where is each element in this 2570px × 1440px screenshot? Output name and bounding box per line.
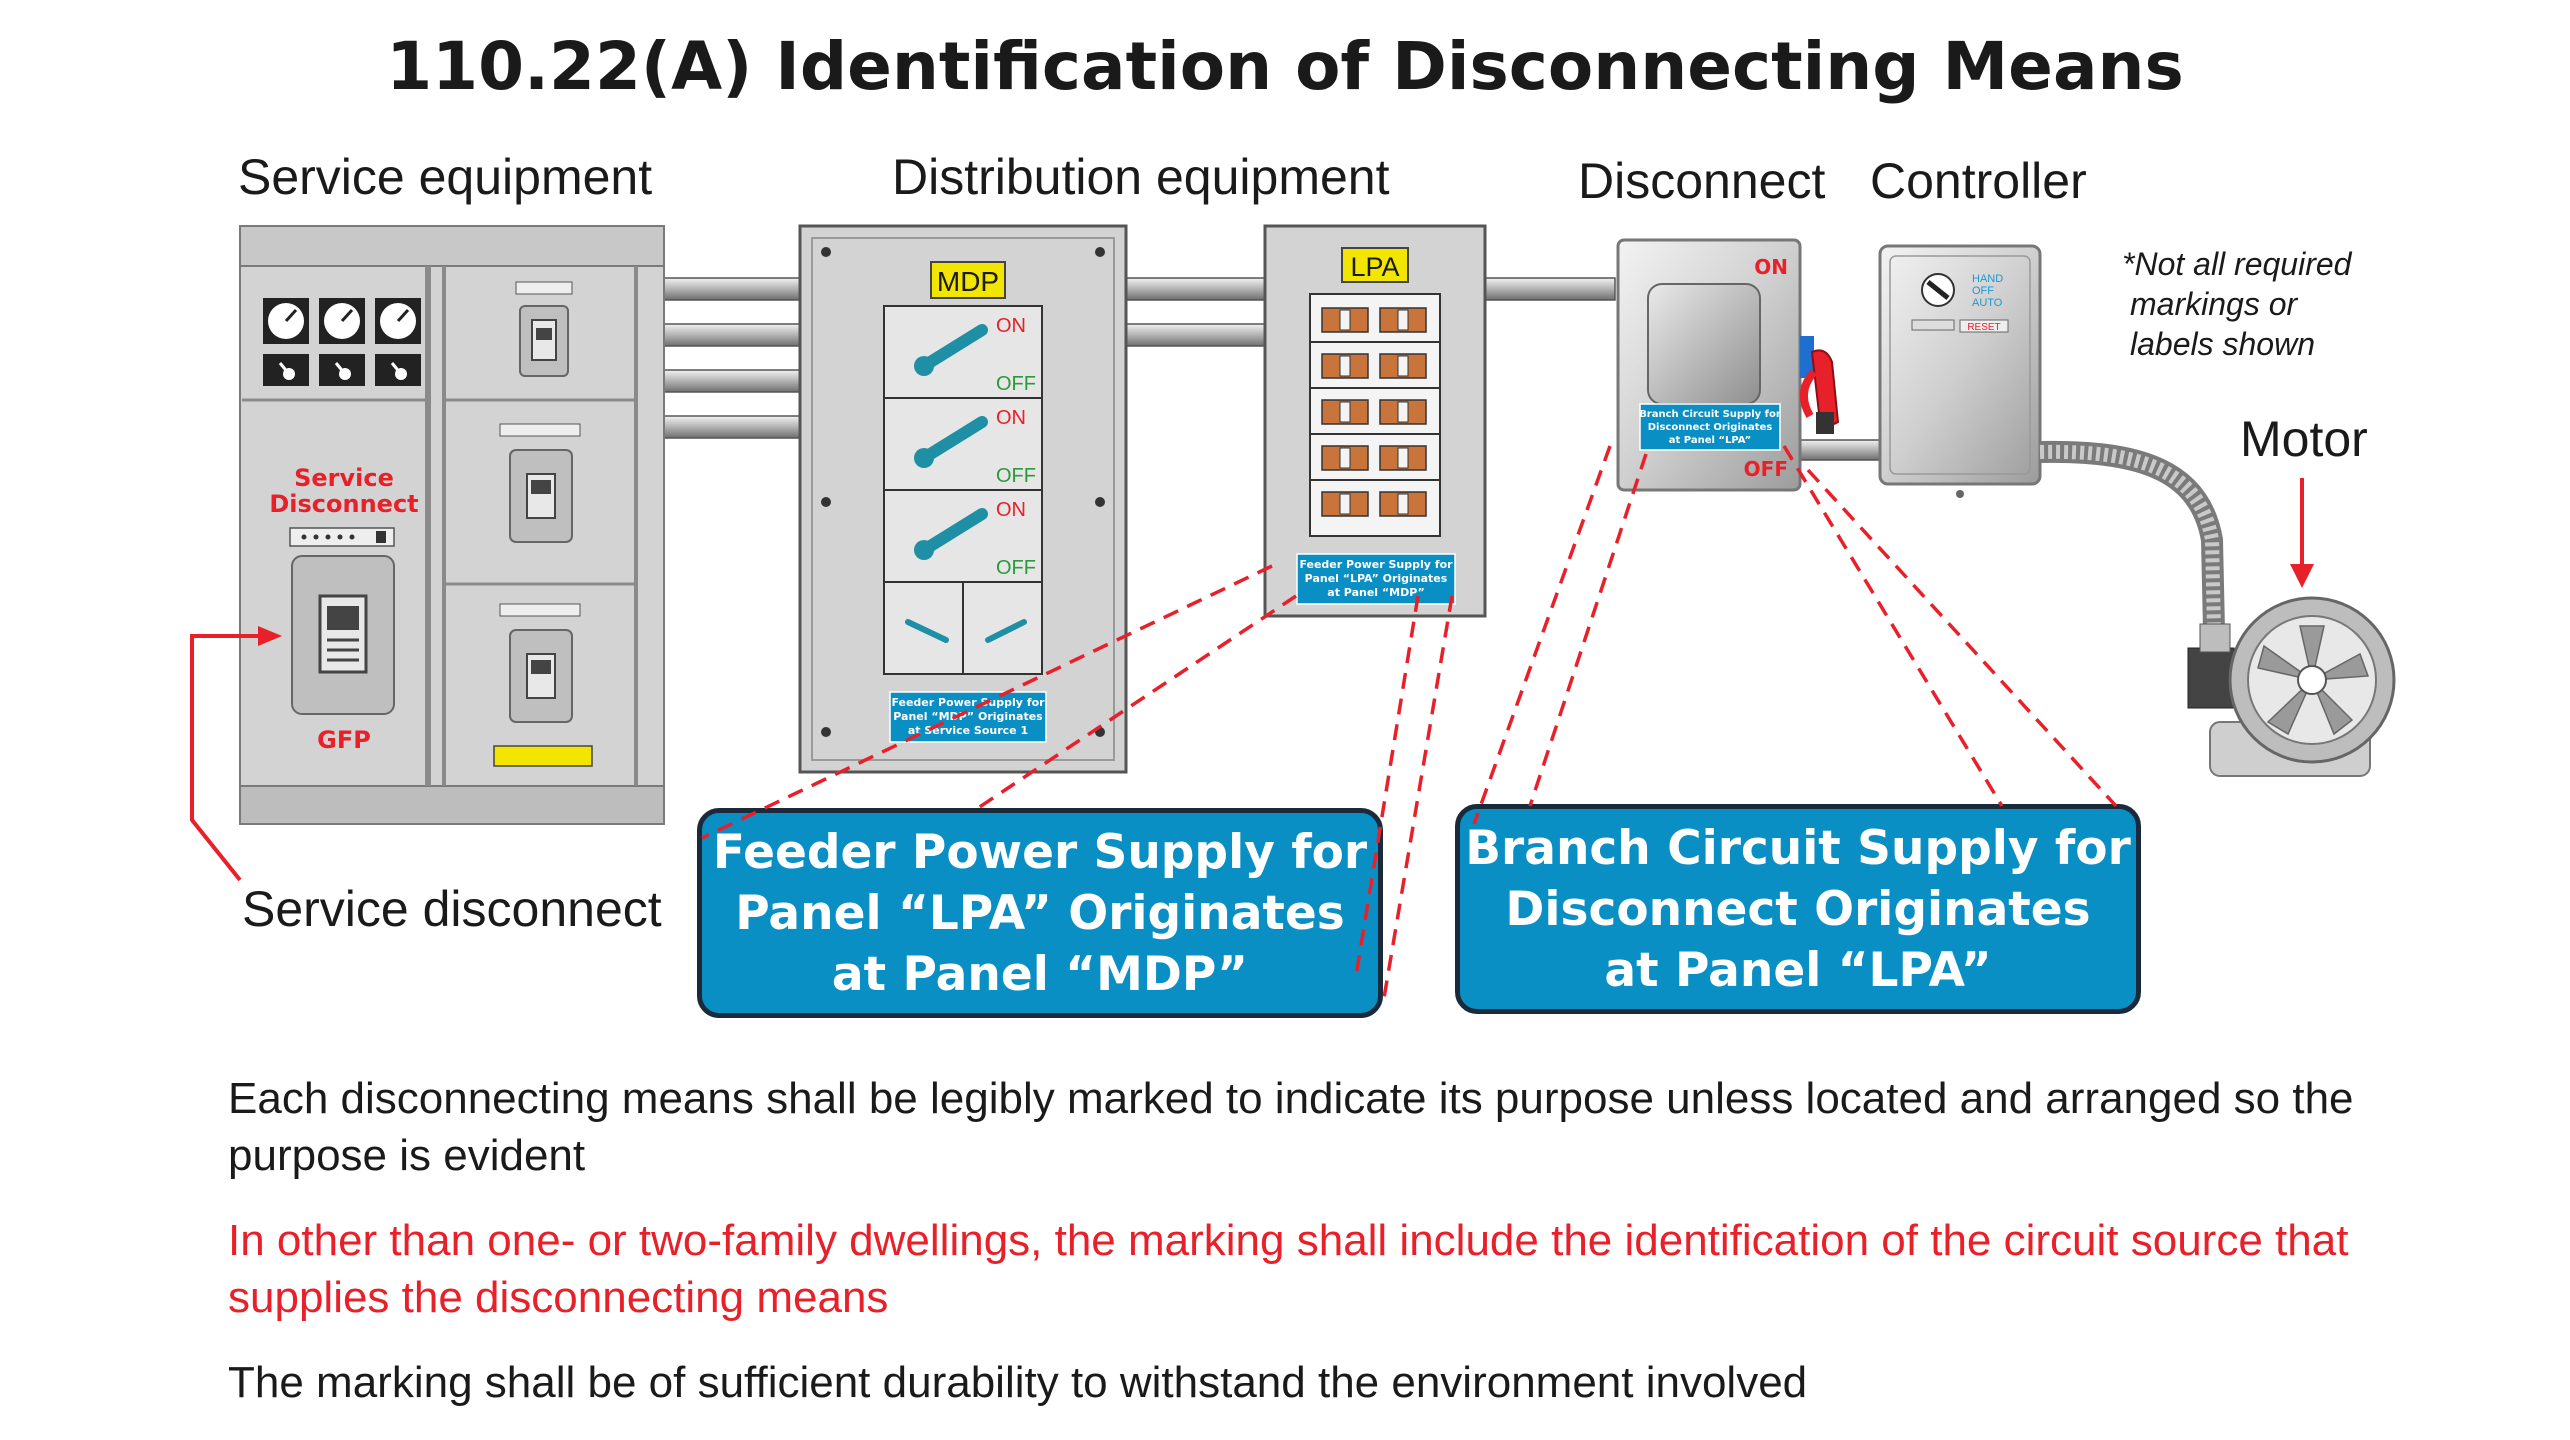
label-distribution-equipment: Distribution equipment: [892, 149, 1390, 205]
service-equipment-switchboard: Service Disconnect GFP: [190, 225, 665, 882]
disconnect-on-label: ON: [1754, 255, 1788, 279]
off-label: OFF: [1972, 285, 1994, 297]
note-line: *Not all required: [2122, 246, 2352, 282]
motor: [2187, 596, 2396, 777]
arrow-head-icon: [258, 626, 282, 646]
conduit: [1124, 277, 1266, 301]
switch-handle-icon: [918, 324, 988, 372]
conduit: [1124, 323, 1266, 347]
switch-handle-icon: [905, 619, 949, 643]
svg-text:Feeder Power Supply for: Feeder Power Supply for: [891, 696, 1045, 709]
switch-off-label: OFF: [996, 557, 1036, 579]
callout-line: Branch Circuit Supply for: [1465, 820, 2131, 876]
callout-line: Feeder Power Supply for: [712, 824, 1368, 880]
motor-fan-icon: [2257, 625, 2370, 736]
switch-off-label: OFF: [996, 465, 1036, 487]
lpa-identification-tag: Feeder Power Supply for Panel “LPA” Orig…: [1296, 553, 1456, 605]
paragraph-durability: The marking shall be of sufficient durab…: [228, 1358, 1808, 1407]
callout-branch: Branch Circuit Supply for Disconnect Ori…: [1455, 804, 2141, 1014]
leader-lines: [701, 445, 2118, 999]
switch-handle-icon: [918, 416, 988, 464]
disconnect-identification-tag: Branch Circuit Supply for Disconnect Ori…: [1639, 403, 1781, 451]
arrow-head-icon: [2290, 564, 2314, 588]
lpa-panel: LPA Feeder Power Supply for Panel “LPA” …: [1263, 224, 1487, 618]
label-disconnect: Disconnect: [1578, 153, 1826, 209]
svg-text:Panel “LPA” Originates: Panel “LPA” Originates: [1305, 572, 1448, 585]
note-not-all-markings: *Not all required markings or labels sho…: [2122, 244, 2351, 364]
flexible-conduit: [2039, 440, 2225, 631]
lpa-name: LPA: [1350, 252, 1399, 282]
label-motor: Motor: [2240, 411, 2368, 467]
conduit: [661, 323, 803, 347]
callout-feeder: Feeder Power Supply for Panel “LPA” Orig…: [697, 808, 1383, 1018]
switch-on-label: ON: [996, 499, 1026, 521]
lpa-breaker-rows: [1310, 307, 1440, 517]
paragraph-circuit-source: In other than one- or two-family dwellin…: [228, 1216, 2349, 1322]
switch-handle-icon: [985, 619, 1027, 643]
mdp-identification-tag: Feeder Power Supply for Panel “MDP” Orig…: [889, 691, 1047, 743]
hand-label: HAND: [1972, 273, 2003, 285]
conduits-mdp-to-lpa: [1124, 277, 1266, 347]
disconnect-off-label: OFF: [1744, 457, 1788, 481]
svg-text:Branch Circuit Supply for: Branch Circuit Supply for: [1639, 409, 1781, 420]
feeder-breaker-icons: [493, 281, 593, 767]
mdp-name: MDP: [937, 266, 999, 297]
conduit: [661, 415, 803, 439]
note-line: labels shown: [2130, 326, 2315, 362]
reset-label: RESET: [1967, 322, 2000, 333]
svg-text:at Panel “MDP”: at Panel “MDP”: [1327, 586, 1424, 599]
mdp-small-switches: [905, 619, 1027, 643]
label-controller: Controller: [1870, 153, 2087, 209]
callout-line: Panel “LPA” Originates: [735, 885, 1345, 941]
note-line: markings or: [2130, 286, 2298, 322]
svg-text:Panel “MDP” Originates: Panel “MDP” Originates: [893, 710, 1043, 723]
svg-text:at Panel “LPA”: at Panel “LPA”: [1669, 435, 1751, 446]
disconnect-switch: ON OFF Branch Circuit Supply for Disconn…: [1616, 238, 1840, 492]
switch-off-label: OFF: [996, 373, 1036, 395]
auto-label: AUTO: [1972, 297, 2003, 309]
callout-line: Disconnect Originates: [1505, 881, 2091, 937]
disconnect-handle-icon: [1800, 336, 1840, 434]
callout-line: at Panel “LPA”: [1604, 942, 1992, 998]
label-service-equipment: Service equipment: [238, 149, 653, 205]
main-breaker-handle-icon: [291, 555, 395, 715]
page-title: 110.22(A) Identification of Disconnectin…: [386, 28, 2184, 105]
service-disconnect-label: Disconnect: [269, 490, 418, 518]
svg-text:Disconnect Originates: Disconnect Originates: [1648, 422, 1773, 433]
conduit-lpa-to-disconnect: [1484, 277, 1616, 301]
mdp-switch-3: ON OFF: [914, 499, 1036, 579]
meter-gauge-icons: [263, 298, 421, 386]
svg-text:at Service Source 1: at Service Source 1: [908, 724, 1028, 737]
motor-controller: HAND OFF AUTO RESET: [1878, 244, 2042, 498]
switch-on-label: ON: [996, 315, 1026, 337]
mdp-panel: MDP ON OFF ON OFF ON OFF: [798, 224, 1128, 774]
service-disconnect-pointer: [190, 634, 262, 882]
conduits-service-to-mdp: [661, 277, 803, 439]
service-disconnect-label: Service: [294, 464, 394, 492]
conduit-disconnect-to-controller: [1799, 439, 1881, 461]
switch-handle-icon: [918, 508, 988, 556]
switch-on-label: ON: [996, 407, 1026, 429]
label-service-disconnect: Service disconnect: [242, 881, 662, 937]
gfp-label: GFP: [317, 726, 371, 754]
mdp-switch-2: ON OFF: [914, 407, 1036, 487]
conduit: [661, 277, 803, 301]
paragraph-purpose: Each disconnecting means shall be legibl…: [228, 1074, 2354, 1180]
svg-text:Feeder Power Supply for: Feeder Power Supply for: [1299, 558, 1453, 571]
callout-line: at Panel “MDP”: [831, 946, 1249, 1002]
conduit: [661, 369, 803, 393]
mdp-switch-1: ON OFF: [914, 315, 1036, 395]
